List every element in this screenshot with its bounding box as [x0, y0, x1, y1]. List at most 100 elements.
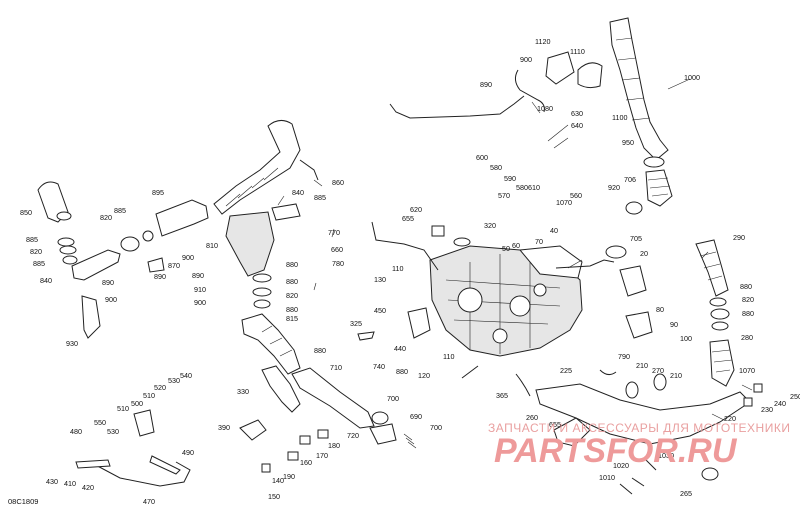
part-label: 1070 — [739, 366, 755, 375]
part-label: 490 — [182, 448, 194, 457]
part-label: 330 — [237, 387, 249, 396]
part-label: 1110 — [570, 47, 585, 56]
part-label: 655 — [402, 214, 414, 223]
part-label: 430 — [46, 477, 58, 486]
part-label: 900 — [105, 295, 117, 304]
part-label: 860 — [332, 178, 344, 187]
part-label: 80 — [656, 305, 664, 314]
part-label: 70 — [535, 237, 543, 246]
part-label: 880 — [286, 305, 298, 314]
part-label: 820 — [742, 295, 754, 304]
part-label: 225 — [560, 366, 572, 375]
part-label: 570 — [498, 191, 510, 200]
part-label: 280 — [741, 333, 753, 342]
part-label: 885 — [314, 193, 326, 202]
part-label: 780 — [332, 259, 344, 268]
part-label: 850 — [20, 208, 32, 217]
part-label: 410 — [64, 479, 76, 488]
part-label: 610 — [528, 183, 540, 192]
part-label: 110 — [443, 352, 454, 361]
part-label: 880 — [286, 260, 298, 269]
part-label: 1010 — [599, 473, 615, 482]
part-label: 580 — [516, 183, 528, 192]
part-label: 40 — [550, 226, 558, 235]
part-label: 880 — [314, 346, 326, 355]
part-label: 900 — [520, 55, 532, 64]
part-label: 660 — [331, 245, 343, 254]
part-label: 470 — [143, 497, 155, 506]
part-label: 1070 — [556, 198, 572, 207]
part-label: 520 — [154, 383, 166, 392]
part-label: 920 — [608, 183, 620, 192]
part-label: 1080 — [537, 104, 553, 113]
part-label: 480 — [70, 427, 82, 436]
part-label: 240 — [774, 399, 786, 408]
part-label: 60 — [512, 241, 520, 250]
part-label: 50 — [502, 244, 510, 253]
part-label: 580 — [490, 163, 502, 172]
part-label: 530 — [168, 376, 180, 385]
part-label: 880 — [286, 277, 298, 286]
watermark-text: ЗАПЧАСТИ И АКСЕССУАРЫ ДЛЯ МОТОТЕХНИКИ — [488, 421, 790, 435]
part-label: 900 — [182, 253, 194, 262]
part-label: 890 — [102, 278, 114, 287]
part-label: 160 — [300, 458, 312, 467]
part-label: 890 — [192, 271, 204, 280]
part-label: 885 — [33, 259, 45, 268]
part-label: 530 — [107, 427, 119, 436]
part-label: 820 — [30, 247, 42, 256]
part-label: 1120 — [535, 37, 550, 46]
part-number-labels: 1120111090089010801000110063064060058059… — [20, 37, 800, 506]
part-label: 510 — [143, 391, 155, 400]
part-label: 740 — [373, 362, 385, 371]
part-label: 840 — [292, 188, 304, 197]
part-label: 895 — [152, 188, 164, 197]
part-label: 365 — [496, 391, 508, 400]
part-label: 440 — [394, 344, 406, 353]
part-label: 880 — [740, 282, 752, 291]
part-label: 325 — [350, 319, 362, 328]
part-label: 220 — [724, 414, 736, 423]
part-label: 880 — [396, 367, 408, 376]
part-label: 230 — [761, 405, 773, 414]
part-label: 140 — [272, 476, 284, 485]
part-label: 1000 — [684, 73, 700, 82]
part-label: 820 — [100, 213, 112, 222]
part-label: 270 — [652, 366, 664, 375]
part-label: 815 — [286, 314, 298, 323]
part-label: 620 — [410, 205, 422, 214]
part-label: 100 — [680, 334, 692, 343]
part-label: 880 — [742, 309, 754, 318]
part-label: 170 — [316, 451, 328, 460]
part-label: 950 — [622, 138, 634, 147]
part-label: 1100 — [612, 113, 627, 122]
part-label: 210 — [670, 371, 682, 380]
part-label: 20 — [640, 249, 648, 258]
part-label: 640 — [571, 121, 583, 130]
part-label: 600 — [476, 153, 488, 162]
diagram-code: 08C1809 — [8, 497, 38, 506]
part-drawings — [37, 17, 763, 495]
part-label: 250 — [790, 392, 800, 401]
part-label: 630 — [571, 109, 583, 118]
part-label: 260 — [526, 413, 538, 422]
part-label: 700 — [387, 394, 399, 403]
part-label: 810 — [206, 241, 218, 250]
part-label: 706 — [624, 175, 636, 184]
part-label: 560 — [570, 191, 582, 200]
part-label: 190 — [283, 472, 295, 481]
part-label: 290 — [733, 233, 745, 242]
part-label: 885 — [26, 235, 38, 244]
part-label: 1030 — [658, 451, 674, 460]
leader-lines — [277, 78, 753, 421]
part-label: 890 — [480, 80, 492, 89]
part-label: 1020 — [613, 461, 629, 470]
part-label: 655 — [549, 420, 561, 429]
part-label: 870 — [168, 261, 180, 270]
part-label: 450 — [374, 306, 386, 315]
part-label: 320 — [484, 221, 496, 230]
part-label: 265 — [680, 489, 692, 498]
part-label: 705 — [630, 234, 642, 243]
part-label: 130 — [374, 275, 386, 284]
part-label: 120 — [418, 371, 430, 380]
